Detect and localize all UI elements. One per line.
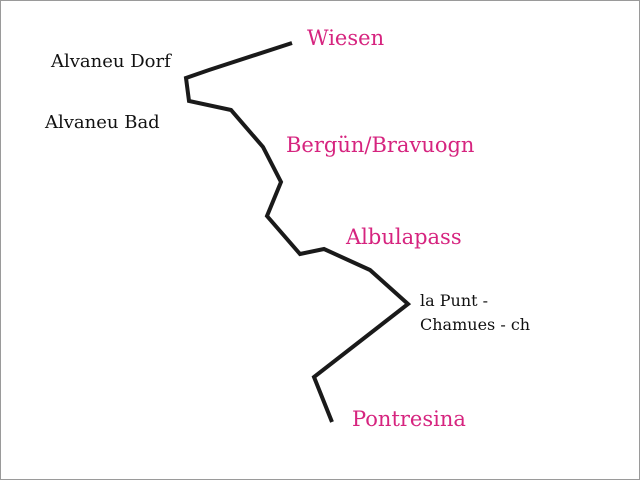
station-bergun: Bergün/Bravuogn: [286, 133, 475, 157]
station-la-punt-line1: la Punt -: [420, 291, 489, 310]
station-albulapass: Albulapass: [346, 225, 462, 249]
station-la-punt-chamues-ch: la Punt - Chamues - ch: [420, 289, 530, 337]
station-wiesen: Wiesen: [307, 26, 385, 50]
station-alvaneu-dorf: Alvaneu Dorf: [51, 51, 171, 72]
station-pontresina: Pontresina: [352, 407, 466, 431]
railway-route-line: [183, 41, 412, 423]
station-alvaneu-bad: Alvaneu Bad: [45, 112, 160, 133]
station-la-punt-line2: Chamues - ch: [420, 315, 531, 334]
